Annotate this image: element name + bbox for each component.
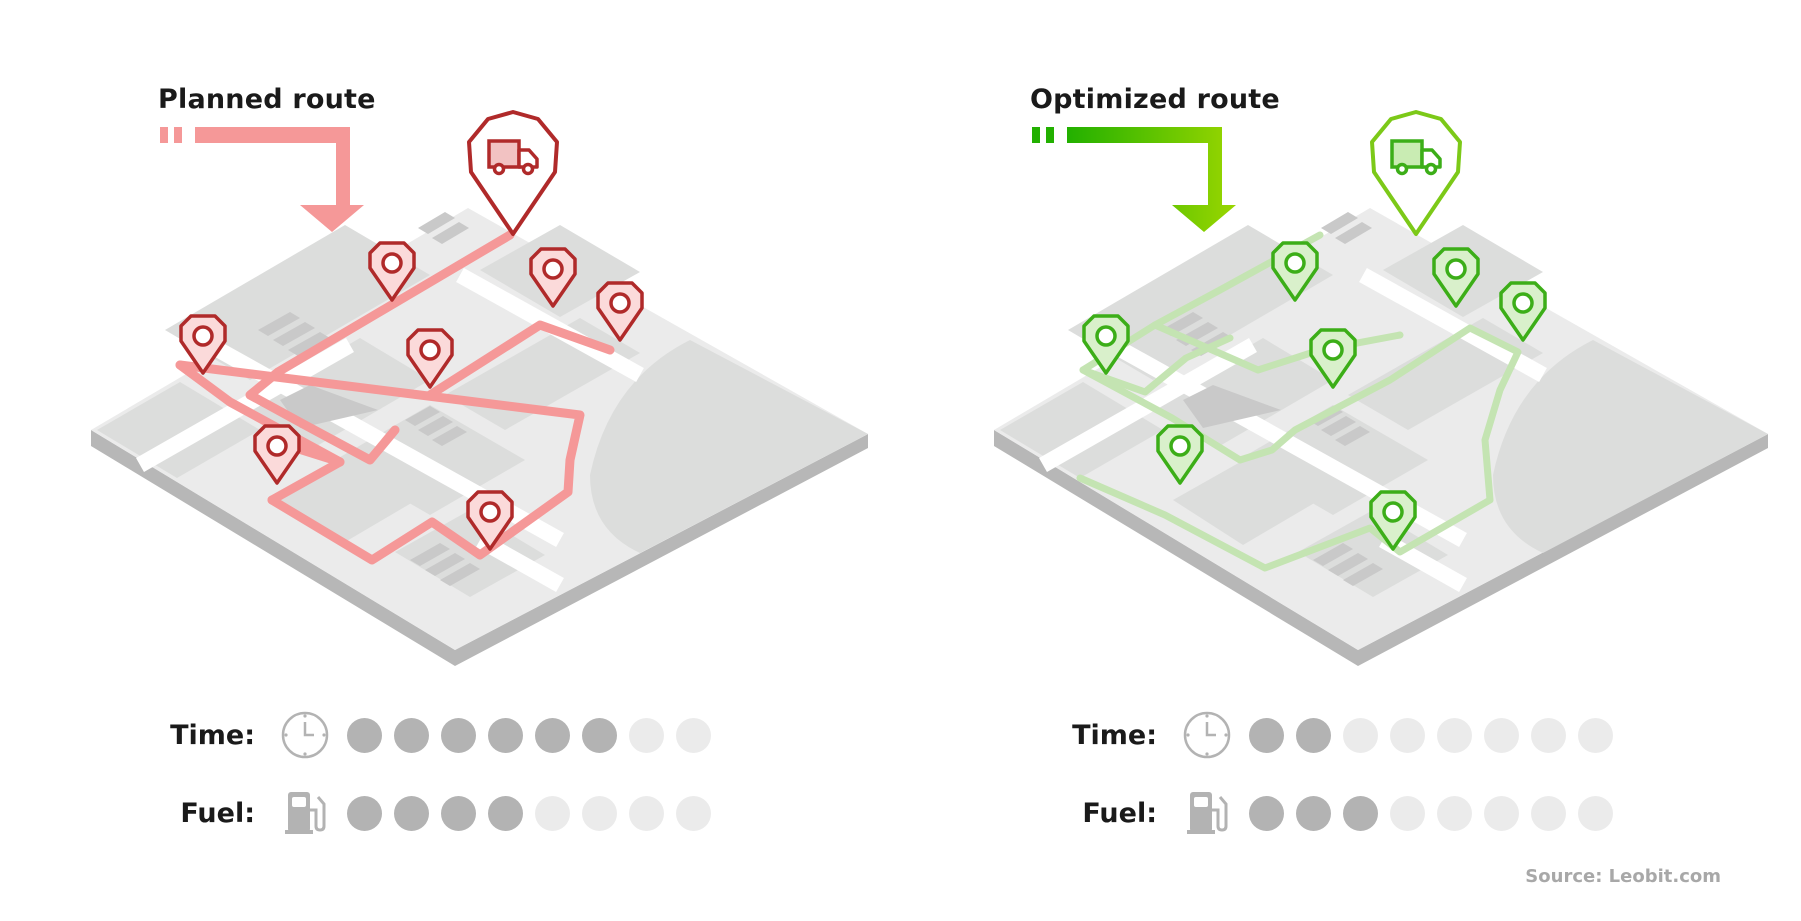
- rating-dot-filled: [1249, 717, 1284, 753]
- clock-icon: [279, 709, 331, 761]
- optimized-route-stops: [1082, 241, 1547, 551]
- rating-dot-empty: [1390, 717, 1425, 753]
- optimized-time-metric: Time:: [1057, 711, 1613, 759]
- planned-route-map: [91, 110, 868, 666]
- rating-dot-filled: [488, 717, 523, 753]
- isometric-map: [91, 208, 868, 666]
- rating-dot-filled: [441, 795, 476, 831]
- planned-route-title: Planned route: [158, 84, 376, 115]
- rating-dot-filled: [1296, 717, 1331, 753]
- rating-dot-empty: [1578, 795, 1613, 831]
- rating-dot-empty: [1437, 717, 1472, 753]
- rating-dot-empty: [1437, 795, 1472, 831]
- optimized-fuel-metric: Fuel:: [1057, 791, 1613, 835]
- rating-dot-empty: [1390, 795, 1425, 831]
- rating-dot-empty: [1531, 795, 1566, 831]
- time-label: Time:: [170, 719, 255, 751]
- rating-dot-filled: [582, 717, 617, 753]
- rating-dot-filled: [1296, 795, 1331, 831]
- fuel-rating-dots: [347, 795, 711, 831]
- planned-route-panel: Planned route Time: Fuel:: [0, 0, 900, 921]
- rating-dot-empty: [1484, 717, 1519, 753]
- truck-pin-icon: [467, 110, 559, 236]
- rating-dot-empty: [676, 717, 711, 753]
- rating-dot-empty: [582, 795, 617, 831]
- rating-dot-filled: [1249, 795, 1284, 831]
- planned-time-metric: Time:: [155, 711, 711, 759]
- truck-pin-icon: [1370, 110, 1462, 236]
- rating-dot-filled: [1343, 795, 1378, 831]
- rating-dot-empty: [1343, 717, 1378, 753]
- optimized-route-map: [994, 110, 1768, 666]
- planned-fuel-metric: Fuel:: [155, 791, 711, 835]
- source-credit: Source: Leobit.com: [1525, 866, 1721, 887]
- rating-dot-filled: [535, 717, 570, 753]
- optimized-route-arrow: [1032, 127, 1236, 232]
- rating-dot-filled: [394, 717, 429, 753]
- time-rating-dots: [1249, 717, 1613, 753]
- rating-dot-filled: [347, 717, 382, 753]
- optimized-route-title: Optimized route: [1030, 84, 1280, 115]
- rating-dot-empty: [1484, 795, 1519, 831]
- fuel-label: Fuel:: [1082, 797, 1157, 829]
- optimized-route-path: [1076, 231, 1522, 572]
- planned-route-stops: [179, 241, 644, 551]
- fuel-pump-icon: [279, 787, 331, 839]
- rating-dot-empty: [629, 717, 664, 753]
- time-label: Time:: [1072, 719, 1157, 751]
- clock-icon: [1181, 709, 1233, 761]
- fuel-pump-icon: [1181, 787, 1233, 839]
- rating-dot-empty: [676, 795, 711, 831]
- rating-dot-empty: [1531, 717, 1566, 753]
- rating-dot-filled: [441, 717, 476, 753]
- rating-dot-filled: [394, 795, 429, 831]
- isometric-map: [994, 208, 1768, 666]
- rating-dot-filled: [347, 795, 382, 831]
- rating-dot-filled: [488, 795, 523, 831]
- rating-dot-empty: [1578, 717, 1613, 753]
- fuel-rating-dots: [1249, 795, 1613, 831]
- time-rating-dots: [347, 717, 711, 753]
- rating-dot-empty: [535, 795, 570, 831]
- planned-route-arrow: [160, 127, 364, 232]
- fuel-label: Fuel:: [180, 797, 255, 829]
- rating-dot-empty: [629, 795, 664, 831]
- optimized-route-panel: Optimized route Time: Fuel:: [900, 0, 1800, 921]
